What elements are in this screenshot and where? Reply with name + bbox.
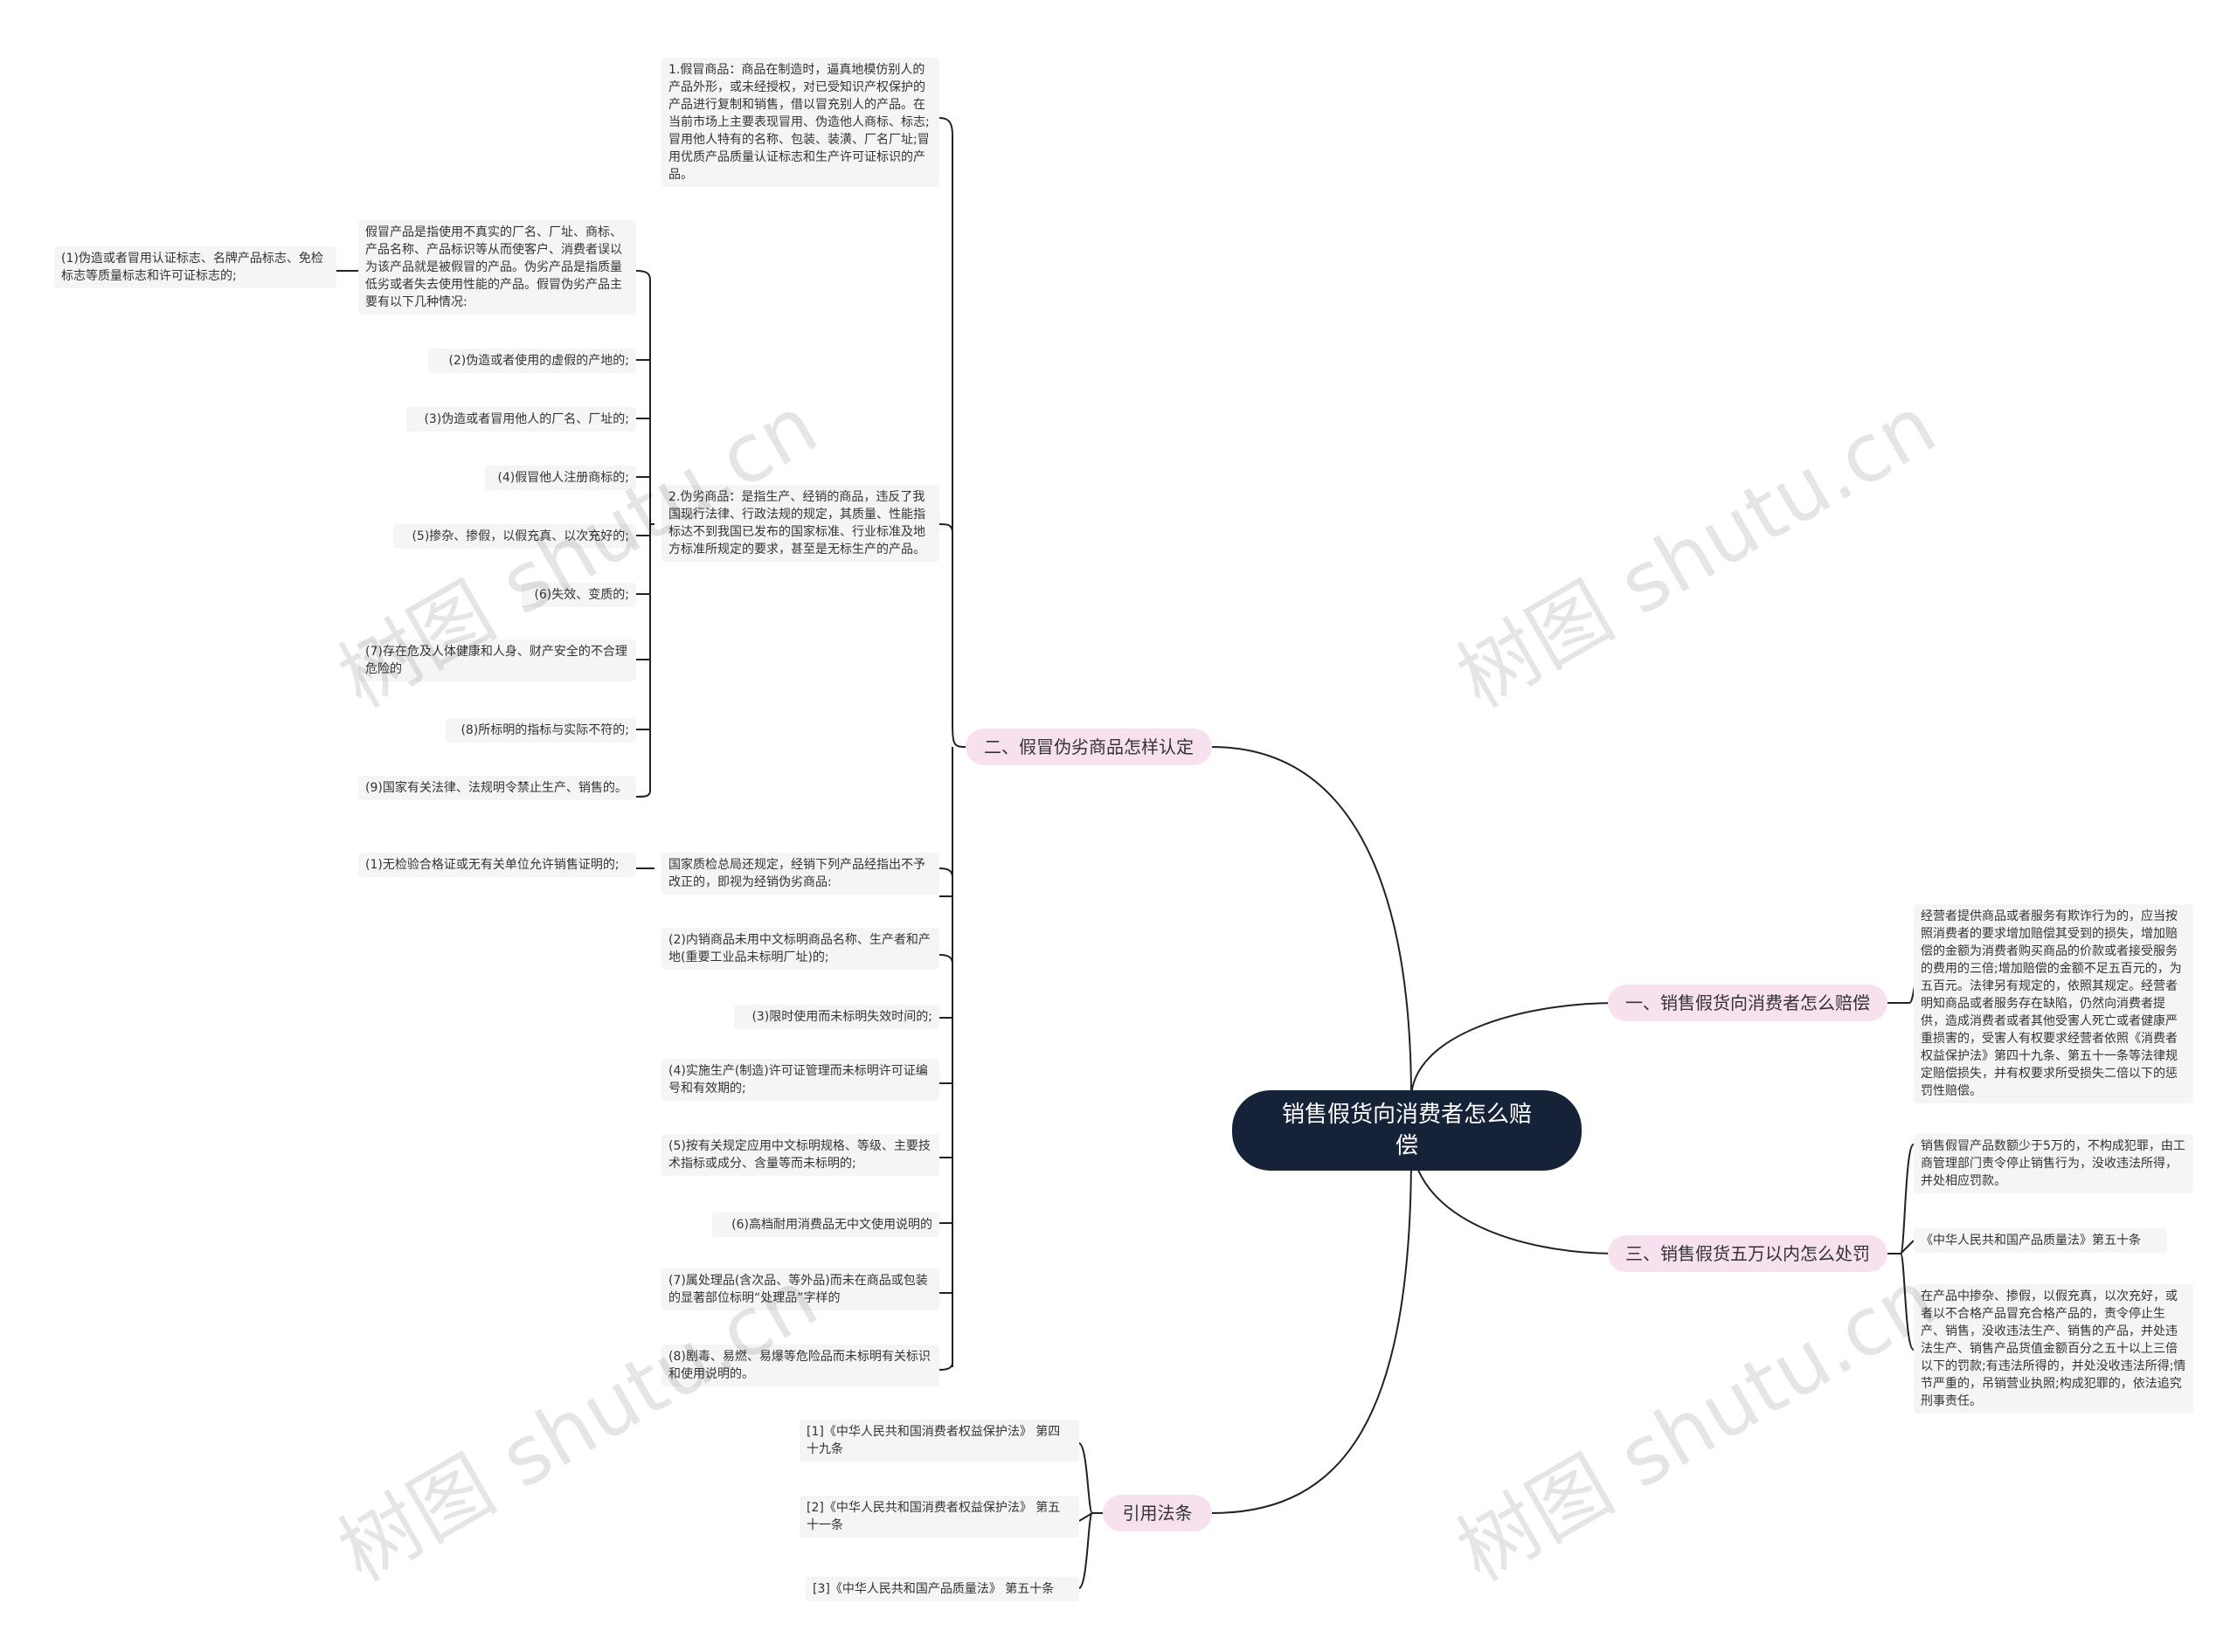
inspection-item: (2)内销商品未用中文标明商品名称、生产者和产地(重要工业品未标明厂址)的;: [661, 928, 939, 970]
cited-law-item: [1]《中华人民共和国消费者权益保护法》 第四十九条: [800, 1420, 1079, 1462]
inspection-item: (6)高档耐用消费品无中文使用说明的: [712, 1213, 939, 1237]
cited-law-item: [2]《中华人民共和国消费者权益保护法》 第五十一条: [800, 1496, 1079, 1538]
branch-compensation[interactable]: 一、销售假货向消费者怎么赔偿: [1608, 985, 1887, 1021]
penalty-text: 销售假冒产品数额少于5万的，不构成犯罪，由工商管理部门责令停止销售行为，没收违法…: [1914, 1134, 2193, 1193]
inspection-sub: (1)无检验合格证或无有关单位允许销售证明的;: [358, 853, 636, 877]
cited-law-item: [3]《中华人民共和国产品质量法》 第五十条: [806, 1577, 1079, 1601]
branch-label: 三、销售假货五万以内怎么处罚: [1625, 1243, 1870, 1264]
branch-identification[interactable]: 二、假冒伪劣商品怎样认定: [966, 729, 1212, 765]
branch-label: 一、销售假货向消费者怎么赔偿: [1625, 992, 1870, 1013]
branch-label: 引用法条: [1122, 1503, 1193, 1524]
fake-item: (4)假冒他人注册商标的;: [485, 466, 636, 490]
fake-item: (8)所标明的指标与实际不符的;: [446, 718, 636, 743]
fake-item: (9)国家有关法律、法规明令禁止生产、销售的。: [358, 776, 636, 800]
inspection-item: (4)实施生产(制造)许可证管理而未标明许可证编号和有效期的;: [661, 1059, 939, 1101]
counterfeit-definition: 1.假冒商品：商品在制造时，逼真地模仿别人的产品外形，或未经授权，对已受知识产权…: [661, 58, 939, 187]
compensation-text: 经营者提供商品或者服务有欺诈行为的，应当按照消费者的要求增加赔偿其受到的损失，增…: [1914, 904, 2193, 1103]
inspection-item: (5)按有关规定应用中文标明规格、等级、主要技术指标或成分、含量等而未标明的;: [661, 1134, 939, 1176]
fake-item: (2)伪造或者使用的虚假的产地的;: [428, 349, 636, 373]
fake-item: (3)伪造或者冒用他人的厂名、厂址的;: [406, 407, 636, 432]
fake-item: (6)失效、变质的;: [522, 583, 636, 607]
inspection-intro: 国家质检总局还规定，经销下列产品经指出不予改正的，即视为经销伪劣商品:: [661, 853, 939, 895]
inferior-definition: 2.伪劣商品：是指生产、经销的商品，违反了我国现行法律、行政法规的规定，其质量、…: [661, 485, 939, 562]
inspection-item: (8)剧毒、易燃、易爆等危险品而未标明有关标识和使用说明的。: [661, 1344, 939, 1386]
branch-penalty[interactable]: 三、销售假货五万以内怎么处罚: [1608, 1235, 1887, 1272]
penalty-article: 在产品中掺杂、掺假，以假充真，以次充好，或者以不合格产品冒充合格产品的，责令停止…: [1914, 1284, 2193, 1414]
fake-products-intro: 假冒产品是指使用不真实的厂名、厂址、商标、产品名称、产品标识等从而使客户、消费者…: [358, 220, 636, 315]
branch-label: 二、假冒伪劣商品怎样认定: [984, 736, 1194, 757]
fake-item: (5)掺杂、掺假，以假充真、以次充好的;: [393, 524, 636, 549]
fake-products-sub: (1)伪造或者冒用认证标志、名牌产品标志、免检标志等质量标志和许可证标志的;: [54, 246, 336, 288]
inspection-item: (7)属处理品(含次品、等外品)而未在商品或包装的显著部位标明“处理品”字样的: [661, 1268, 939, 1310]
penalty-law: 《中华人民共和国产品质量法》第五十条: [1914, 1228, 2167, 1253]
inspection-item: (3)限时使用而未标明失效时间的;: [734, 1005, 939, 1029]
root-node[interactable]: 销售假货向消费者怎么赔偿: [1232, 1090, 1582, 1171]
branch-cited-laws[interactable]: 引用法条: [1103, 1495, 1212, 1531]
fake-item: (7)存在危及人体健康和人身、财产安全的不合理危险的: [358, 639, 636, 681]
root-title: 销售假货向消费者怎么赔偿: [1281, 1102, 1532, 1159]
